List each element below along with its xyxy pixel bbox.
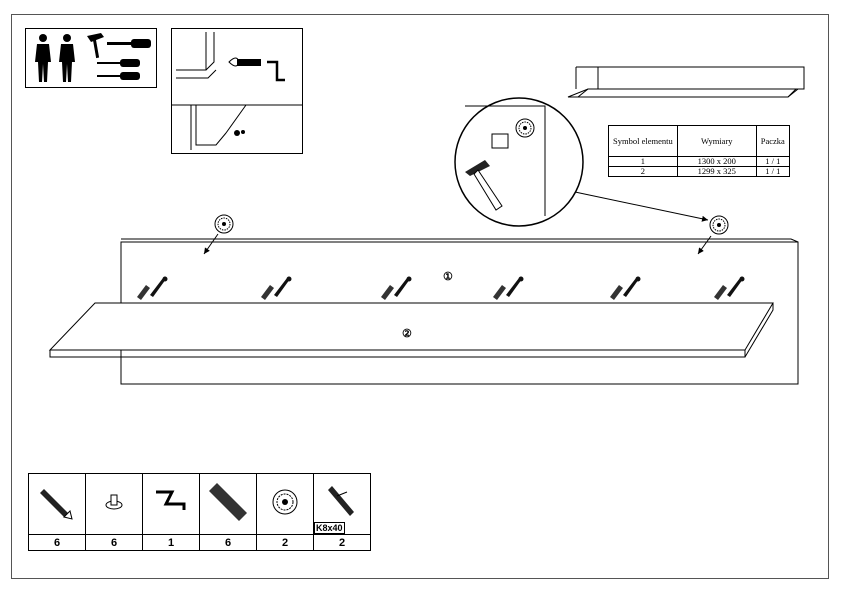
hanger-icon xyxy=(515,118,535,138)
screw-icon xyxy=(40,488,73,520)
panel-label: ① xyxy=(443,271,453,283)
part-cell xyxy=(199,473,257,535)
part-qty: 6 xyxy=(85,534,143,551)
header-symbol: Symbol elementu xyxy=(608,125,678,157)
wooden-dowel-icon xyxy=(209,482,247,521)
part-qty: 2 xyxy=(313,534,371,551)
table-row: 2 1299 x 325 1 / 1 xyxy=(608,166,790,177)
page-frame xyxy=(11,14,829,579)
part-cell: K8x40 xyxy=(313,473,371,535)
plug-code: K8x40 xyxy=(314,522,345,534)
shelf-label: ② xyxy=(402,328,412,340)
allen-key-icon xyxy=(267,60,285,82)
hanger-detail-circle xyxy=(454,97,584,227)
shelf-board xyxy=(48,302,774,358)
screwdriver-icon xyxy=(97,72,140,80)
cam-pin-icon xyxy=(105,494,123,509)
allen-key-icon xyxy=(156,490,186,510)
screwdriver-icon xyxy=(107,39,151,48)
part-cell xyxy=(142,473,200,535)
wall-plug-icon xyxy=(328,485,354,516)
cam-screw-icon xyxy=(228,57,261,67)
tools-box xyxy=(25,28,157,88)
part-qty: 1 xyxy=(142,534,200,551)
person-icon xyxy=(35,34,51,82)
hanger-icon xyxy=(709,215,729,235)
person-icon xyxy=(59,34,75,82)
hammer-icon xyxy=(465,160,503,211)
part-qty: 6 xyxy=(199,534,257,551)
part-cell xyxy=(28,473,86,535)
header-package: Paczka xyxy=(755,125,790,157)
elements-table: Symbol elementu Wymiary Paczka 1 1300 x … xyxy=(608,125,790,177)
cam-lock-detail xyxy=(171,28,303,154)
hammer-icon xyxy=(87,33,104,59)
hanger-icon xyxy=(214,214,234,234)
assembled-preview xyxy=(567,66,805,98)
part-qty: 2 xyxy=(256,534,314,551)
part-cell xyxy=(85,473,143,535)
wall-hanger-icon xyxy=(272,489,298,514)
hardware-table: K8x40 6 6 1 6 2 2 xyxy=(28,473,371,551)
part-cell xyxy=(256,473,314,535)
part-qty: 6 xyxy=(28,534,86,551)
screwdriver-icon xyxy=(97,59,140,67)
